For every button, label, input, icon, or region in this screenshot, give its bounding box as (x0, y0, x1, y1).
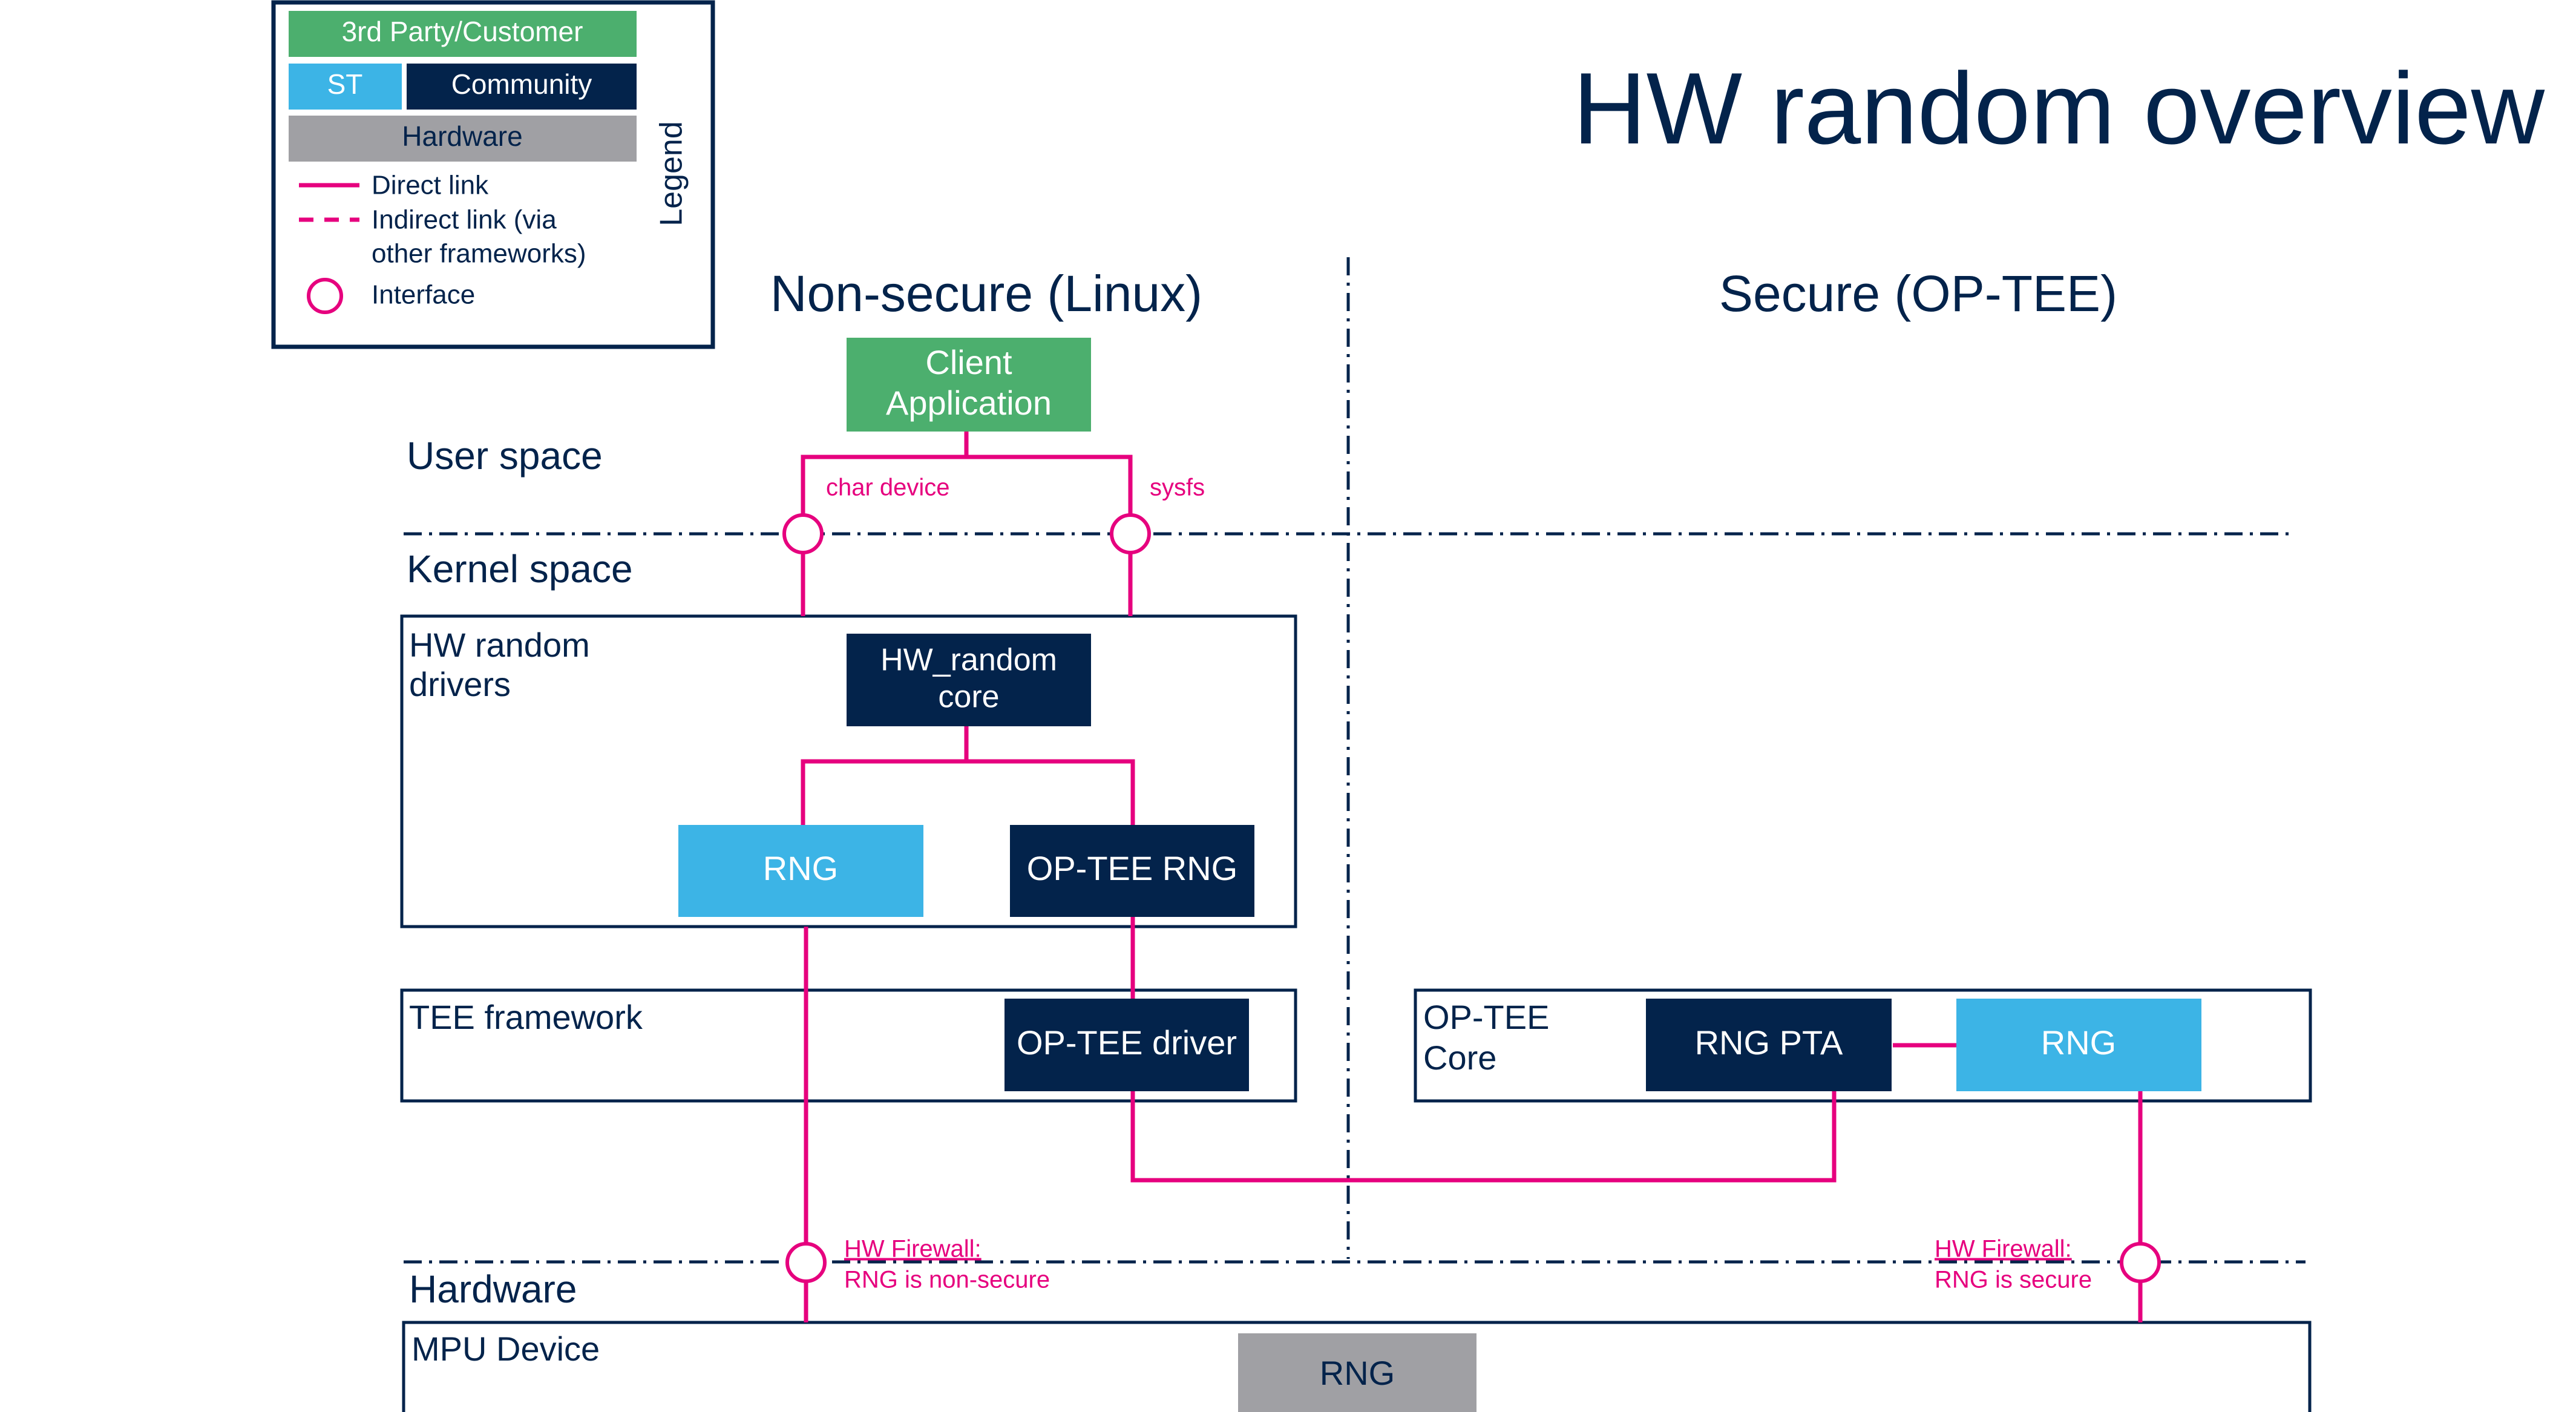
legend-hardware-label: Hardware (402, 120, 522, 152)
rng-linux-driver-block (678, 825, 923, 917)
region-non-secure-label: Non-secure (Linux) (770, 265, 1202, 322)
hardware-label: Hardware (409, 1267, 577, 1311)
hw-random-drivers-label-2: drivers (409, 665, 511, 703)
legend-interface-icon (307, 278, 343, 314)
firewall-non-secure-label-2: RNG is non-secure (844, 1267, 1050, 1293)
legend-3rd-party-label: 3rd Party/Customer (342, 16, 583, 47)
mpu-device-container (402, 1321, 2312, 1412)
optee-rng-driver-block (1010, 825, 1254, 917)
kernel-space-label: Kernel space (407, 547, 633, 591)
sysfs-interface-icon (1110, 513, 1151, 554)
optee-driver-block (1005, 999, 1249, 1091)
link-driver-to-rng-pta (1130, 1091, 1837, 1183)
optee-core-label: OP-TEE (1423, 998, 1549, 1036)
client-application-block (847, 338, 1091, 432)
page-title: HW random overview (1573, 51, 2545, 165)
rng-hardware-label: RNG (1320, 1354, 1395, 1392)
link-core-to-optee-rng (966, 759, 1135, 825)
direct-links (801, 432, 2143, 1322)
hw-random-drivers-container (400, 614, 1297, 928)
hw-random-core-label-2: core (938, 680, 999, 715)
legend-st-label: ST (327, 68, 363, 100)
tee-framework-container (400, 988, 1297, 1103)
legend-indirect-link-label: Indirect link (via (372, 205, 557, 235)
firewall-non-secure-label: HW Firewall: (844, 1236, 982, 1263)
legend-frame (271, 0, 715, 349)
firewall-non-secure-interface-icon (785, 1242, 827, 1283)
tee-framework-label: TEE framework (409, 998, 643, 1036)
legend-indirect-link-label-2: other frameworks) (372, 239, 586, 269)
firewall-secure-label: HW Firewall: (1935, 1236, 2072, 1263)
legend: 3rd Party/Customer ST Community Hardware… (271, 0, 715, 349)
sysfs-label: sysfs (1150, 474, 1205, 501)
region-secure-label: Secure (OP-TEE) (1719, 265, 2117, 322)
optee-driver-label: OP-TEE driver (1017, 1023, 1237, 1062)
legend-community-swatch (407, 64, 637, 110)
char-device-interface-icon (782, 513, 824, 554)
rng-secure-block (1956, 999, 2201, 1091)
client-application-label-2: Application (886, 384, 1052, 422)
legend-direct-link-label: Direct link (372, 171, 489, 200)
optee-core-container (1414, 988, 2312, 1103)
legend-heading: Legend (654, 121, 689, 226)
user-space-label: User space (407, 434, 603, 478)
legend-community-label: Community (451, 68, 592, 100)
link-client-to-interfaces (801, 432, 969, 516)
rng-linux-driver-label: RNG (763, 849, 838, 887)
rng-pta-label: RNG PTA (1695, 1023, 1843, 1062)
hw-random-core-block (847, 634, 1091, 726)
legend-hardware-swatch (289, 116, 637, 162)
legend-interface-label: Interface (372, 280, 475, 310)
mpu-device-label: MPU Device (411, 1330, 600, 1368)
rng-pta-block (1646, 999, 1892, 1091)
legend-3rd-party-swatch (289, 11, 637, 57)
char-device-label: char device (826, 474, 950, 501)
hw-random-core-label: HW_random (880, 643, 1057, 678)
link-client-to-sysfs (966, 455, 1133, 516)
legend-st-swatch (289, 64, 402, 110)
rng-hardware-block (1238, 1333, 1476, 1412)
optee-rng-driver-label: OP-TEE RNG (1027, 849, 1237, 887)
rng-secure-label: RNG (2041, 1023, 2116, 1062)
link-core-to-drivers (801, 726, 969, 825)
client-application-label: Client (925, 343, 1012, 381)
hw-random-drivers-label: HW random (409, 626, 590, 664)
firewall-secure-label-2: RNG is secure (1935, 1267, 2092, 1293)
optee-core-label-2: Core (1423, 1039, 1496, 1077)
firewall-secure-interface-icon (2120, 1242, 2161, 1283)
